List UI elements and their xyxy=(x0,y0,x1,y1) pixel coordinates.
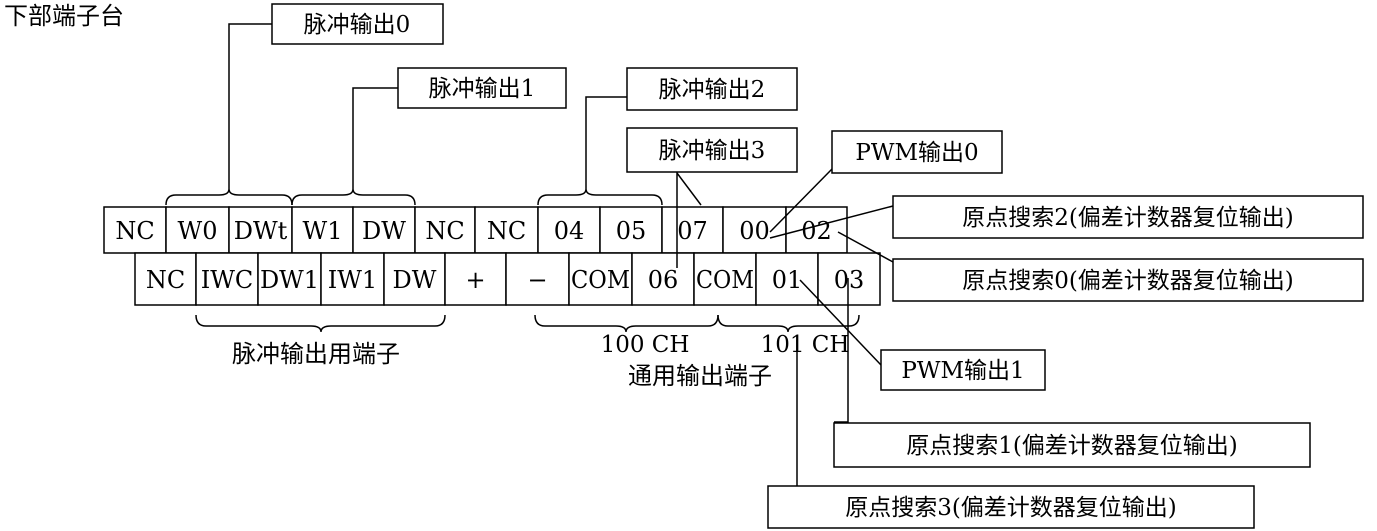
brace-w1-dw xyxy=(291,188,416,206)
lower-row-terminal-5: + xyxy=(444,252,507,306)
lower-row-terminal-1: IWC xyxy=(195,252,259,306)
callout-pulse3: 脉冲输出3 xyxy=(626,127,798,173)
upper-row-terminal-2: DWt xyxy=(228,206,293,254)
lower-row-terminal-3: IW1 xyxy=(320,252,385,306)
callout-pulse1: 脉冲输出1 xyxy=(397,67,567,109)
lower-row-terminal-10: 01 xyxy=(755,252,819,306)
callout-pwm0: PWM输出0 xyxy=(831,130,1003,174)
upper-row-terminal-1: W0 xyxy=(165,206,230,254)
lower-row-terminal-8: 06 xyxy=(631,252,695,306)
callout-pulse0: 脉冲输出0 xyxy=(271,3,444,45)
upper-row-terminal-5: NC xyxy=(414,206,476,254)
caption-pulse-terminals: 脉冲输出用端子 xyxy=(232,340,400,368)
upper-row-terminal-6: NC xyxy=(474,206,539,254)
upper-row-terminal-11: 02 xyxy=(785,206,848,254)
leader-pwm1 xyxy=(799,279,882,366)
lower-row-terminal-0: NC xyxy=(134,252,197,306)
upper-row-terminal-label-10: 00 xyxy=(739,217,770,245)
upper-row-terminal-0: NC xyxy=(103,206,167,254)
upper-row-terminal-label-9: 07 xyxy=(677,217,708,245)
leader-pulse0 xyxy=(228,23,272,189)
callout-origin2: 原点搜索2(偏差计数器复位输出) xyxy=(892,195,1364,239)
callout-pulse0-label: 脉冲输出0 xyxy=(304,12,411,38)
callout-pwm0-label: PWM输出0 xyxy=(855,140,978,166)
caption-101ch: 101 CH xyxy=(761,332,850,358)
upper-row-terminal-label-4: DW xyxy=(362,217,406,245)
callout-origin2-label: 原点搜索2(偏差计数器复位输出) xyxy=(962,205,1294,231)
caption-100ch: 100 CH xyxy=(601,332,690,358)
upper-row-terminal-8: 05 xyxy=(599,206,663,254)
callout-pwm1: PWM输出1 xyxy=(880,349,1046,391)
upper-row-terminal-9: 07 xyxy=(661,206,724,254)
callout-origin1-label: 原点搜索1(偏差计数器复位输出) xyxy=(906,433,1238,459)
callout-origin0: 原点搜索0(偏差计数器复位输出) xyxy=(892,258,1364,302)
upper-row-terminal-label-3: W1 xyxy=(303,217,343,245)
brace-101ch xyxy=(717,314,860,333)
lower-row-terminal-label-5: + xyxy=(465,266,485,294)
callout-origin3: 原点搜索3(偏差计数器复位输出) xyxy=(767,485,1255,529)
brace-100ch xyxy=(534,314,719,333)
leader-origin0 xyxy=(837,231,894,263)
lower-row-terminal-label-1: IWC xyxy=(201,266,254,294)
callout-pwm1-label: PWM输出1 xyxy=(901,358,1024,384)
upper-row-terminal-label-1: W0 xyxy=(178,217,218,245)
lower-row-terminal-6: − xyxy=(505,252,570,306)
lower-row-terminal-7: COM xyxy=(568,252,633,306)
upper-row-terminal-label-7: 04 xyxy=(554,217,585,245)
lower-row-terminal-4: DW xyxy=(383,252,446,306)
lower-row-terminal-label-3: IW1 xyxy=(328,266,377,294)
brace-04-05 xyxy=(537,188,663,206)
callout-origin1: 原点搜索1(偏差计数器复位输出) xyxy=(833,422,1311,468)
lower-row-terminal-label-2: DW1 xyxy=(260,266,319,294)
upper-row-terminal-label-2: DWt xyxy=(234,217,288,245)
lower-row-terminal-label-0: NC xyxy=(146,266,185,294)
upper-terminal-row: NC W0 DWt W1 DW NC NC 04 05 07 00 02 xyxy=(103,206,848,254)
caption-general-output: 通用输出端子 xyxy=(628,362,772,390)
upper-row-terminal-10: 00 xyxy=(722,206,787,254)
callout-pulse2-label: 脉冲输出2 xyxy=(659,77,766,103)
callout-pulse2: 脉冲输出2 xyxy=(626,67,798,111)
leader-pulse2 xyxy=(585,96,627,189)
upper-row-terminal-label-6: NC xyxy=(487,217,526,245)
lower-row-terminal-2: DW1 xyxy=(257,252,322,306)
upper-row-terminal-label-8: 05 xyxy=(616,217,647,245)
lower-row-terminal-label-4: DW xyxy=(393,266,437,294)
lower-row-terminal-label-11: 03 xyxy=(834,266,865,294)
lower-row-terminal-label-9: COM xyxy=(696,266,754,294)
lower-row-terminal-label-6: − xyxy=(527,266,547,294)
diagram-title: 下部端子台 xyxy=(4,2,124,30)
leader-pulse1 xyxy=(352,87,398,189)
upper-row-terminal-4: DW xyxy=(352,206,416,254)
leader-origin1 xyxy=(834,278,849,423)
lower-row-terminal-label-7: COM xyxy=(571,266,630,294)
brace-pulse-terminals xyxy=(195,314,446,333)
leader-pulse3 xyxy=(676,170,702,268)
leader-origin2 xyxy=(769,205,894,239)
upper-row-terminal-label-5: NC xyxy=(425,217,464,245)
callout-pulse3-label: 脉冲输出3 xyxy=(659,138,766,164)
callout-origin3-label: 原点搜索3(偏差计数器复位输出) xyxy=(845,495,1177,521)
upper-row-terminal-label-0: NC xyxy=(115,217,154,245)
lower-row-terminal-label-10: 01 xyxy=(772,266,803,294)
upper-row-terminal-7: 04 xyxy=(537,206,601,254)
lower-row-terminal-label-8: 06 xyxy=(648,266,679,294)
callout-pulse1-label: 脉冲输出1 xyxy=(429,76,536,102)
lower-row-terminal-11: 03 xyxy=(817,252,881,306)
upper-row-terminal-label-11: 02 xyxy=(801,217,832,245)
leader-pwm0 xyxy=(769,168,833,233)
brace-w0-dwt xyxy=(165,188,293,206)
lower-row-terminal-9: COM xyxy=(693,252,757,306)
callout-origin0-label: 原点搜索0(偏差计数器复位输出) xyxy=(962,268,1294,294)
upper-row-terminal-3: W1 xyxy=(291,206,354,254)
